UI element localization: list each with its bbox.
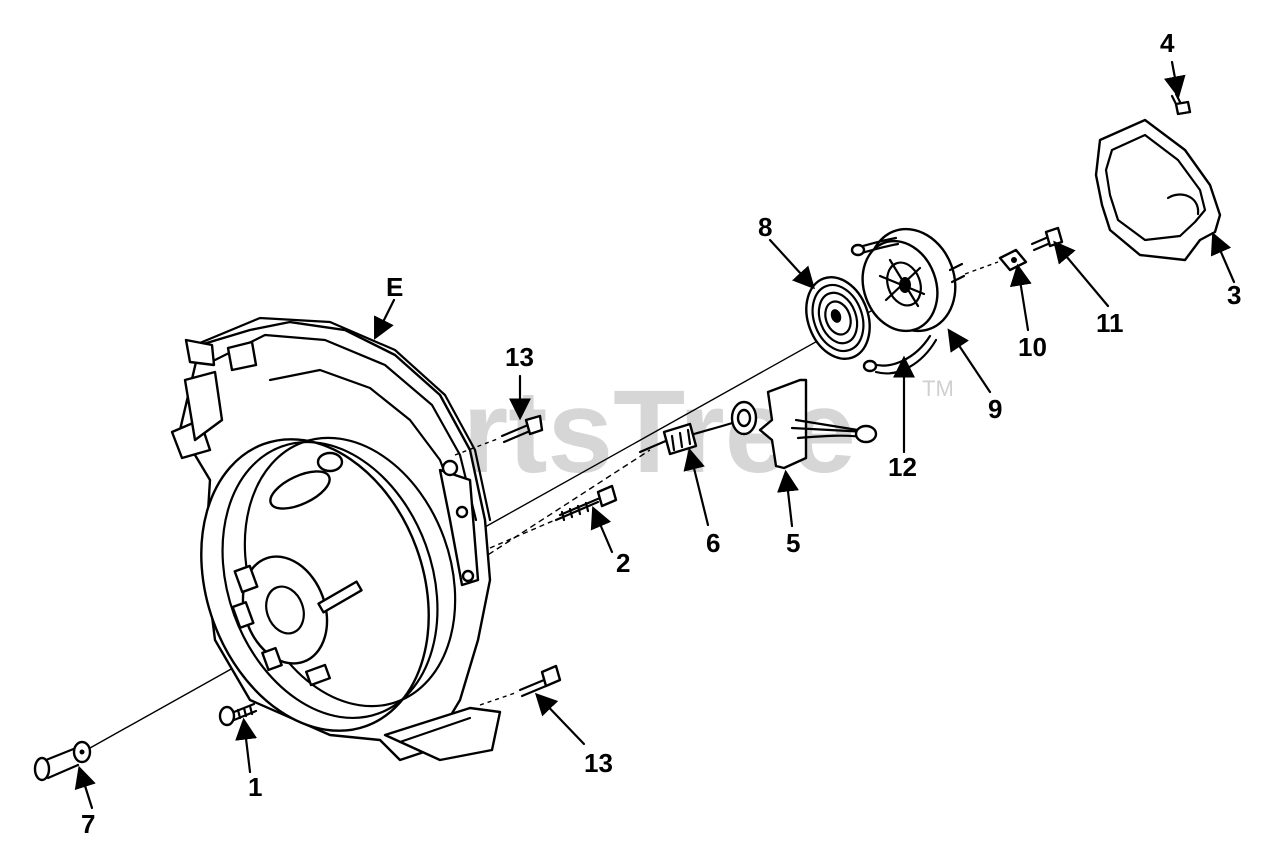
- part-4-screw: [1170, 92, 1192, 116]
- callout-8: 8: [758, 212, 772, 242]
- part-2-bolt: [489, 484, 618, 549]
- callout-2: 2: [616, 548, 630, 578]
- callout-11: 11: [1096, 308, 1124, 338]
- callout-4: 4: [1160, 28, 1175, 58]
- assembly-axis-line: [89, 291, 906, 749]
- part-3-gasket: [1094, 118, 1222, 262]
- part-10-retainer: [964, 248, 1028, 275]
- callout-5: 5: [786, 528, 800, 558]
- part-6-rope-insert: [638, 418, 744, 456]
- callout-E: E: [386, 272, 403, 302]
- part-13-screw-lower: [479, 664, 562, 706]
- callout-10: 10: [1018, 332, 1047, 362]
- callout-12: 12: [888, 452, 917, 482]
- assembly-axis-line-lower: [479, 449, 651, 561]
- callout-3: 3: [1227, 280, 1241, 310]
- callout-1: 1: [248, 772, 262, 802]
- part-7-pin: [33, 740, 92, 782]
- callout-13-lower: 13: [584, 748, 613, 778]
- part-1-screw: [218, 702, 258, 727]
- watermark-trademark: TM: [922, 376, 954, 401]
- callout-7: 7: [81, 809, 95, 839]
- callout-9: 9: [988, 394, 1002, 424]
- part-8-recoil-spring: [805, 276, 871, 360]
- callout-13-upper: 13: [505, 342, 534, 372]
- part-9-pulley: [861, 227, 966, 333]
- leader-arrows: [74, 60, 1236, 810]
- part-13-screw-upper: [454, 414, 544, 456]
- callout-6: 6: [706, 528, 720, 558]
- blower-housing: [170, 316, 502, 762]
- part-5-starter-handle: [730, 378, 878, 470]
